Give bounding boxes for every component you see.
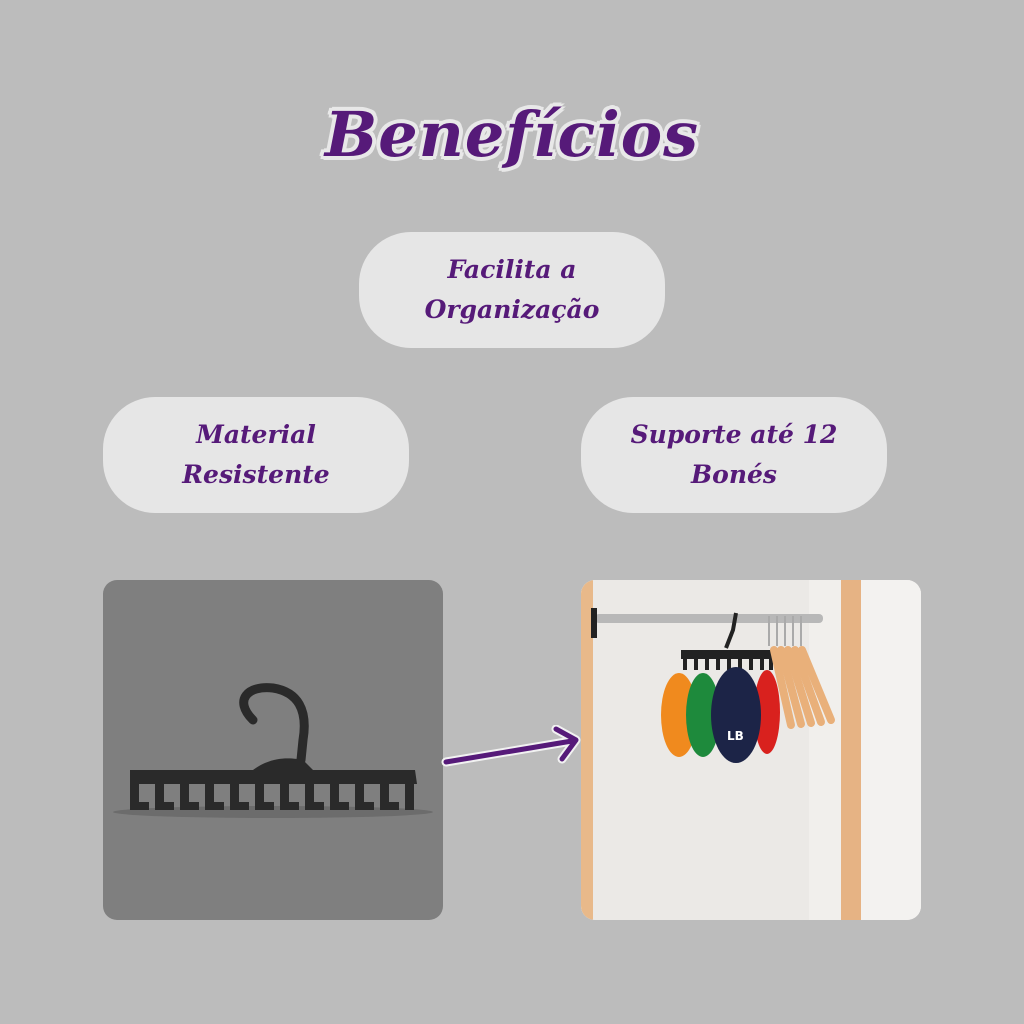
benefit-text: Material: [196, 420, 316, 449]
benefit-text: Resistente: [182, 460, 330, 489]
product-photo-hanger: [103, 580, 443, 920]
arrow-right-icon: [441, 725, 581, 767]
benefit-text: Facilita a: [447, 255, 577, 284]
closet-scene-image: LB: [581, 580, 921, 920]
product-photo-closet: LB: [581, 580, 921, 920]
benefit-material: Material Resistente: [103, 397, 409, 513]
benefit-text: Suporte até 12: [630, 420, 838, 449]
benefit-capacity: Suporte até 12 Bonés: [581, 397, 887, 513]
benefit-text: Organização: [424, 295, 600, 324]
benefit-text: Bonés: [691, 460, 777, 489]
cap-hanger-image: [113, 683, 433, 818]
benefit-organization: Facilita a Organização: [359, 232, 665, 348]
page-title: Benefícios: [324, 98, 700, 171]
svg-text:LB: LB: [727, 729, 744, 743]
